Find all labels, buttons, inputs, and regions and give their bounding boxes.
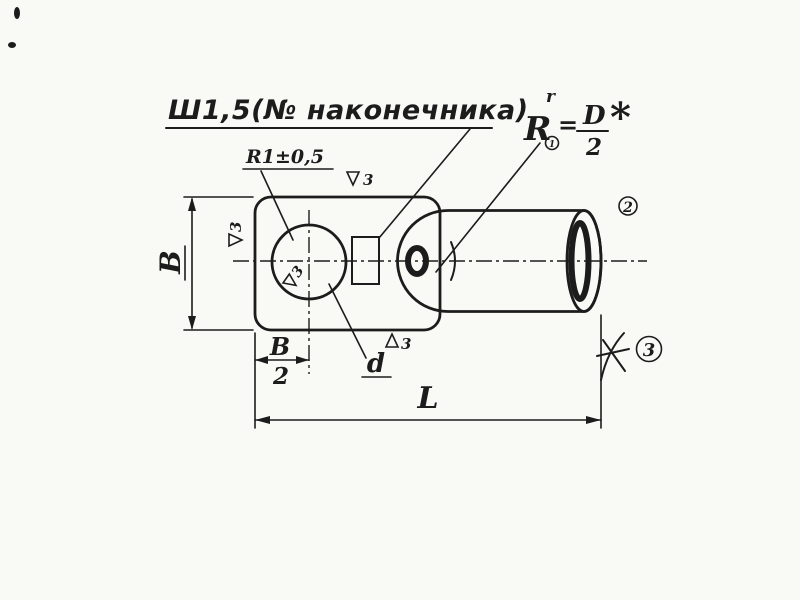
leader-hole-d bbox=[328, 283, 367, 359]
leader-formula bbox=[435, 142, 541, 273]
dim-b-arrow-top bbox=[188, 197, 196, 211]
plate-outline bbox=[253, 195, 442, 332]
callout-2: 2 bbox=[618, 196, 638, 216]
end-bore-ellipse bbox=[568, 220, 592, 302]
dim-l-arrow-right bbox=[586, 416, 601, 424]
callout-3: 3 bbox=[635, 335, 663, 363]
formula-numerator: D bbox=[582, 101, 606, 131]
bore-arc bbox=[450, 241, 456, 281]
surface-mark-in-hole: 3 bbox=[281, 263, 308, 287]
callout-2-circle bbox=[618, 196, 638, 216]
surface-mark-top: 3 bbox=[345, 171, 373, 189]
formula-denominator: 2 bbox=[585, 134, 602, 161]
surface-mark-bottom: 3 bbox=[384, 332, 411, 353]
title-text: Ш1,5(№ наконечника) bbox=[168, 95, 529, 126]
dim-halfb-denominator: 2 bbox=[272, 363, 289, 390]
dim-l-arrow-left bbox=[255, 416, 270, 424]
crossed-out-mark bbox=[596, 332, 630, 381]
dim-l-label: L bbox=[416, 381, 438, 416]
formula-r-mark: r bbox=[546, 87, 556, 107]
leader-radius-note bbox=[260, 170, 294, 241]
braze-zone-rect bbox=[351, 236, 380, 285]
scan-artifact bbox=[8, 42, 16, 48]
scan-artifact bbox=[14, 7, 20, 19]
dim-halfb-arrow-left bbox=[255, 356, 268, 364]
crossed-out-strike-2 bbox=[596, 348, 630, 357]
formula-radius-symbol: R bbox=[523, 109, 551, 148]
surface-mark-value: 3 bbox=[227, 222, 245, 232]
crossed-out-stroke bbox=[600, 332, 625, 381]
surface-mark-left: 3 bbox=[227, 222, 245, 248]
dim-halfb-arrow-right bbox=[296, 356, 309, 364]
dim-b-arrow-bottom bbox=[188, 316, 196, 330]
surface-mark-triangle-icon bbox=[281, 272, 298, 287]
hole-d-label: d bbox=[367, 349, 385, 379]
surface-mark-value: 3 bbox=[363, 171, 373, 189]
formula-asterisk: * bbox=[610, 94, 631, 141]
formula-index-circle bbox=[544, 135, 560, 151]
callout-2-value: 2 bbox=[622, 200, 633, 216]
crossed-out-strike bbox=[602, 339, 626, 372]
hole-circle bbox=[270, 223, 348, 301]
dim-b-label: B bbox=[154, 250, 187, 275]
surface-mark-triangle-icon bbox=[345, 171, 361, 187]
callout-3-circle bbox=[635, 335, 663, 363]
surface-mark-value: 3 bbox=[401, 335, 411, 353]
formula-index: 1 bbox=[549, 140, 555, 150]
bore-oval bbox=[405, 245, 429, 277]
leader-title bbox=[378, 128, 471, 239]
radius-note-text: R1±0,5 bbox=[245, 146, 324, 168]
dim-halfb-numerator: B bbox=[269, 332, 290, 361]
surface-mark-triangle-icon bbox=[228, 232, 244, 248]
callout-3-value: 3 bbox=[643, 340, 656, 361]
formula-equals: = bbox=[558, 110, 578, 139]
surface-mark-triangle-icon bbox=[384, 332, 400, 348]
